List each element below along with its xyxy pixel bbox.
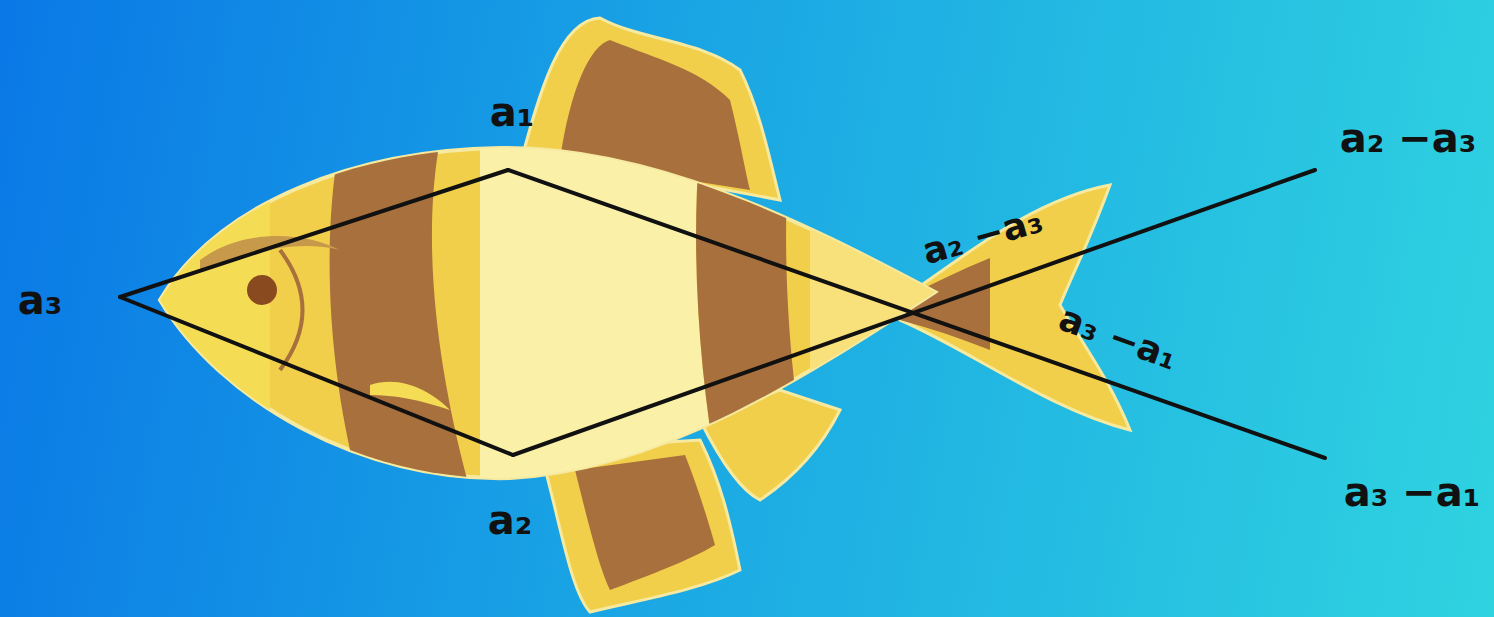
vertex-label: a₃ bbox=[18, 278, 63, 322]
vector-label: a₂ −a₃ bbox=[918, 200, 1047, 272]
vector-label: a₃ −a₁ bbox=[1344, 470, 1480, 514]
rhombus-lines bbox=[120, 170, 1325, 458]
vertex-label: a₁ bbox=[490, 90, 535, 134]
fish-eye bbox=[247, 275, 277, 305]
vector-label: a₂ −a₃ bbox=[1340, 116, 1476, 160]
vertex-label: a₂ bbox=[488, 498, 533, 542]
vector-label: a₃ −a₁ bbox=[1054, 298, 1183, 377]
anal-fin-stripe bbox=[575, 455, 715, 590]
